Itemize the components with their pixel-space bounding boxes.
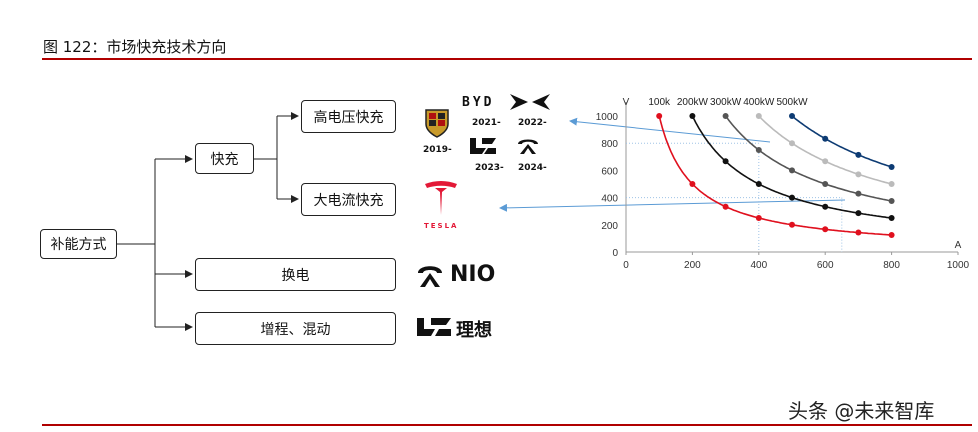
- nio-wordmark: NIO: [450, 262, 496, 287]
- battery-swap-node: 换电: [195, 258, 396, 291]
- arrow-high-current: [499, 199, 846, 212]
- lixiang-logo-icon: [417, 318, 451, 336]
- high-current-node: 大电流快充: [301, 183, 396, 216]
- tesla-wordmark: TESLA: [424, 222, 459, 230]
- lixiang-year: 2023-: [475, 163, 504, 173]
- figure-title: 图 122：市场快充技术方向: [43, 38, 227, 56]
- tesla-logo-icon: [425, 181, 457, 215]
- nio-small-logo-icon: [518, 139, 538, 154]
- bottom-rule: [42, 424, 972, 426]
- byd-logo-icon: BYD: [462, 95, 495, 110]
- nio-year: 2024-: [518, 163, 547, 173]
- lixiang-wordmark: 理想: [456, 320, 492, 341]
- range-extender-node: 增程、混动: [195, 312, 396, 345]
- arrow-high-voltage: [569, 117, 771, 143]
- byd-year: 2021-: [472, 118, 501, 128]
- lixiang-small-logo-icon: [470, 138, 496, 154]
- top-rule: [42, 58, 972, 60]
- high-voltage-node: 高电压快充: [301, 100, 396, 133]
- root-node: 补能方式: [40, 229, 117, 259]
- xpeng-year: 2022-: [518, 118, 547, 128]
- nio-logo-icon: [418, 266, 442, 287]
- xpeng-logo-icon: [510, 94, 550, 110]
- porsche-logo-icon: [425, 109, 449, 138]
- fast-charge-node: 快充: [195, 143, 254, 174]
- porsche-year: 2019-: [423, 145, 452, 155]
- watermark: 头条 @未来智库: [788, 399, 935, 423]
